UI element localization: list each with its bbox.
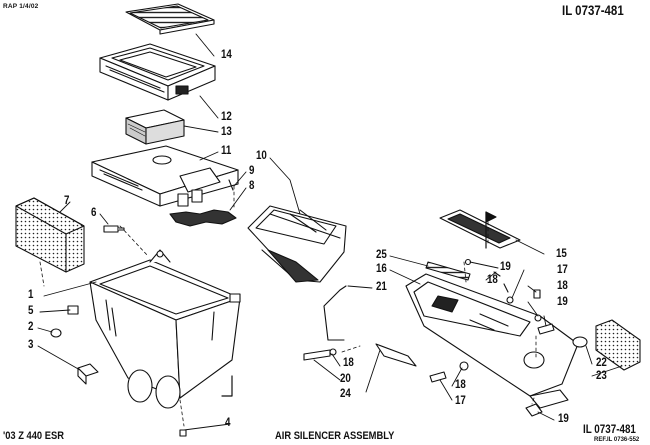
callout-13: 13 (221, 126, 232, 138)
part-19-nut (525, 403, 543, 417)
part-14-screen (125, 3, 215, 35)
callout-6: 6 (91, 207, 97, 219)
callout-19-a: 19 (500, 261, 511, 273)
part-21-rod (323, 285, 347, 341)
callout-1: 1 (28, 289, 34, 301)
callout-7: 7 (64, 195, 70, 207)
part-3-clamp (77, 363, 99, 385)
part-11-base-plate (91, 145, 239, 207)
callout-9: 9 (249, 165, 255, 177)
callout-25: 25 (376, 249, 387, 261)
callout-15: 15 (556, 248, 567, 260)
callout-19-c: 19 (558, 413, 569, 425)
callout-16: 16 (376, 263, 387, 275)
illustration-id-bottom: IL 0737-481 (583, 422, 636, 436)
callout-24: 24 (340, 388, 351, 400)
callout-4: 4 (225, 417, 231, 429)
callout-18-d: 18 (455, 379, 466, 391)
callout-18-c: 18 (557, 280, 568, 292)
part-24-bracket (375, 343, 417, 367)
part-22-foam (572, 336, 588, 348)
part-9-pin (228, 179, 234, 191)
callout-19-b: 19 (557, 296, 568, 308)
reference-id: REF.IL 0736-552 (594, 437, 640, 443)
model-name: '03 Z 440 ESR (3, 430, 64, 442)
callout-8: 8 (249, 180, 255, 192)
part-2-rubber (50, 328, 62, 338)
illustration-id-top: IL 0737-481 (562, 2, 624, 18)
part-4-nut (179, 429, 187, 437)
callout-3: 3 (28, 339, 34, 351)
callout-23: 23 (596, 370, 607, 382)
date-code: RAP 1/4/02 (3, 3, 39, 10)
callout-21: 21 (376, 281, 387, 293)
part-7-foam (15, 197, 85, 273)
part-8-seal (169, 209, 237, 227)
callout-2: 2 (28, 321, 34, 333)
part-10-duct (247, 205, 347, 283)
callout-11: 11 (221, 145, 232, 157)
callout-17-b: 17 (455, 395, 466, 407)
callout-22: 22 (596, 357, 607, 369)
part-23-pad (595, 319, 641, 371)
callout-12: 12 (221, 111, 232, 123)
part-6-fastener (103, 225, 125, 233)
diagram-title: AIR SILENCER ASSEMBLY (275, 430, 395, 442)
part-16-intake (405, 273, 579, 409)
part-1-airbox (89, 249, 241, 409)
callout-5: 5 (28, 305, 34, 317)
callout-14: 14 (221, 49, 232, 61)
part-12-cover (99, 43, 216, 101)
part-20-screw (303, 349, 331, 361)
callout-10: 10 (256, 150, 267, 162)
callout-20: 20 (340, 373, 351, 385)
callout-18-a: 18 (343, 357, 354, 369)
part-13-filter-pad (125, 109, 185, 145)
callout-18-b: 18 (487, 274, 498, 286)
part-15-gasket (439, 209, 521, 249)
callout-17-a: 17 (557, 264, 568, 276)
